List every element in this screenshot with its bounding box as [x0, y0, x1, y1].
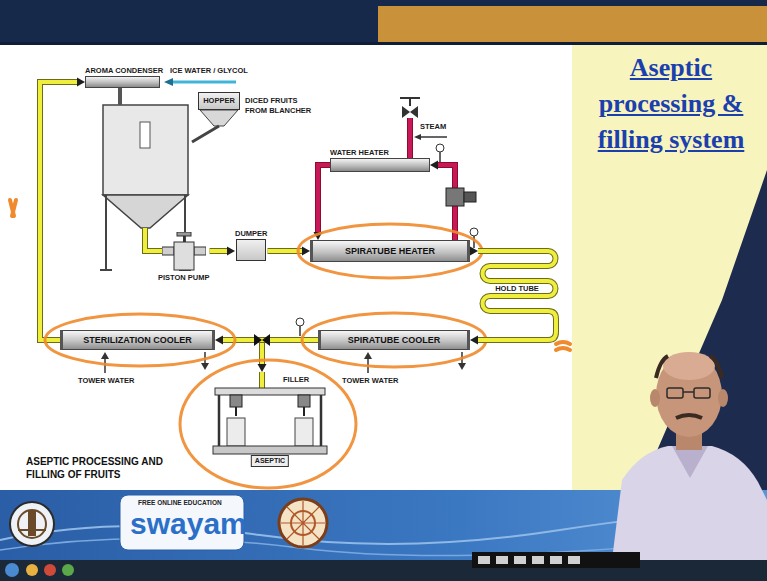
arrow-head	[77, 78, 85, 87]
filler-base	[213, 446, 327, 454]
hot-water-pump	[446, 188, 476, 206]
tower-water-arrows	[101, 352, 466, 373]
feed-label: DICED FRUITS FROM BLANCHER	[245, 96, 317, 116]
filler-head	[230, 395, 242, 407]
arrow-head	[227, 247, 235, 256]
pipe-outline	[40, 82, 78, 340]
filler-nozzle	[236, 407, 304, 416]
product-pipe	[470, 336, 478, 345]
equipment-body	[330, 158, 430, 172]
pressure-gauge	[296, 144, 478, 336]
pump-outlet	[194, 247, 206, 255]
filler-inlet-outline	[259, 372, 265, 388]
slide-title: Aseptic processing & filling system	[582, 50, 760, 158]
equipment-label: WATER HEATER	[330, 148, 389, 158]
taskbar	[0, 560, 767, 581]
filler-head	[298, 395, 310, 407]
hot-water-pipe	[314, 165, 331, 240]
equipment-label-node: DUMPER	[235, 229, 268, 261]
box-label: HOPPER	[203, 96, 235, 106]
equipment-label: AROMA CONDENSER	[85, 66, 163, 76]
pipe-core	[318, 165, 330, 233]
pipe-core	[210, 249, 228, 253]
arrow-head	[430, 161, 438, 170]
tube-exchanger: SPIRATUBE COOLER	[318, 330, 470, 350]
diverter-valve	[254, 334, 270, 346]
equipment-body	[85, 76, 160, 88]
institute-emblem	[10, 502, 54, 546]
tube-exchanger: STERILIZATION COOLER	[60, 330, 215, 350]
carton	[295, 418, 313, 446]
pipe-outline	[210, 248, 228, 254]
equipment-label-node: WATER HEATER	[330, 148, 430, 172]
coil-outline	[478, 251, 556, 340]
filler-label: FILLER	[283, 375, 309, 385]
tube-exchanger: SPIRATUBE HEATER	[310, 240, 470, 262]
equipment-label: HOLD TUBE	[478, 284, 556, 294]
nptel-emblem	[279, 499, 327, 547]
pipe-outline	[318, 165, 330, 233]
title-panel	[572, 45, 767, 490]
hold-tube-coil: HOLD TUBE	[478, 238, 564, 344]
tube-label: SPIRATUBE HEATER	[345, 246, 435, 257]
lecturer-figure	[612, 352, 767, 560]
figure-caption: ASEPTIC PROCESSING AND FILLING OF FRUITS	[26, 455, 164, 481]
arrow-head	[302, 247, 310, 256]
pump-cap	[177, 232, 191, 236]
top-bar-rule	[0, 42, 767, 45]
aseptic-filler: FILLER ASEPTIC	[205, 372, 335, 472]
steam-valve	[400, 98, 447, 158]
arrow-head	[470, 336, 478, 345]
tube-label: STERILIZATION COOLER	[83, 335, 191, 346]
carton	[227, 418, 245, 446]
top-bar-accent	[378, 6, 767, 45]
pump-body	[174, 242, 194, 270]
annotation-mark	[10, 200, 570, 350]
panel-shape	[640, 170, 767, 490]
top-bar	[0, 0, 767, 45]
product-pipe	[40, 78, 85, 341]
filler-columns	[219, 395, 321, 448]
utility-label: STEAM	[420, 122, 446, 132]
label-patch: HOLD TUBE	[494, 284, 540, 293]
hopper-box: HOPPER	[198, 92, 240, 110]
ice-water-line	[164, 78, 236, 86]
pump-inlet	[162, 247, 174, 255]
logo-tagline: FREE ONLINE EDUCATION	[138, 499, 222, 507]
annotation-ellipse	[45, 224, 486, 488]
logo-wordmark: swayam	[130, 506, 247, 542]
filler-beam	[215, 388, 325, 395]
equipment-label: PISTON PUMP	[158, 273, 210, 283]
pipe-core	[40, 82, 78, 340]
tube-label: SPIRATUBE COOLER	[348, 335, 440, 346]
coil-pipe	[478, 251, 556, 340]
equipment-label-node: AROMA CONDENSER	[85, 66, 163, 88]
product-pipe	[210, 247, 235, 256]
equipment-label: DUMPER	[235, 229, 268, 239]
hopper-chute	[192, 110, 238, 142]
equipment-body	[236, 239, 266, 261]
taskbar-icons	[5, 552, 640, 577]
product-pipe	[268, 247, 310, 256]
piston-pump: PISTON PUMP	[158, 232, 210, 283]
filler-inlet	[260, 372, 264, 388]
utility-label: TOWER WATER	[342, 376, 398, 386]
arrow-head	[258, 364, 267, 372]
utility-label: ICE WATER / GLYCOL	[170, 66, 248, 76]
platform-tag: ASEPTIC	[251, 455, 289, 467]
tank-outlet-pipe	[145, 228, 163, 251]
utility-label: TOWER WATER	[78, 376, 134, 386]
arrow-head	[215, 336, 223, 345]
pump-symbol	[162, 232, 206, 272]
